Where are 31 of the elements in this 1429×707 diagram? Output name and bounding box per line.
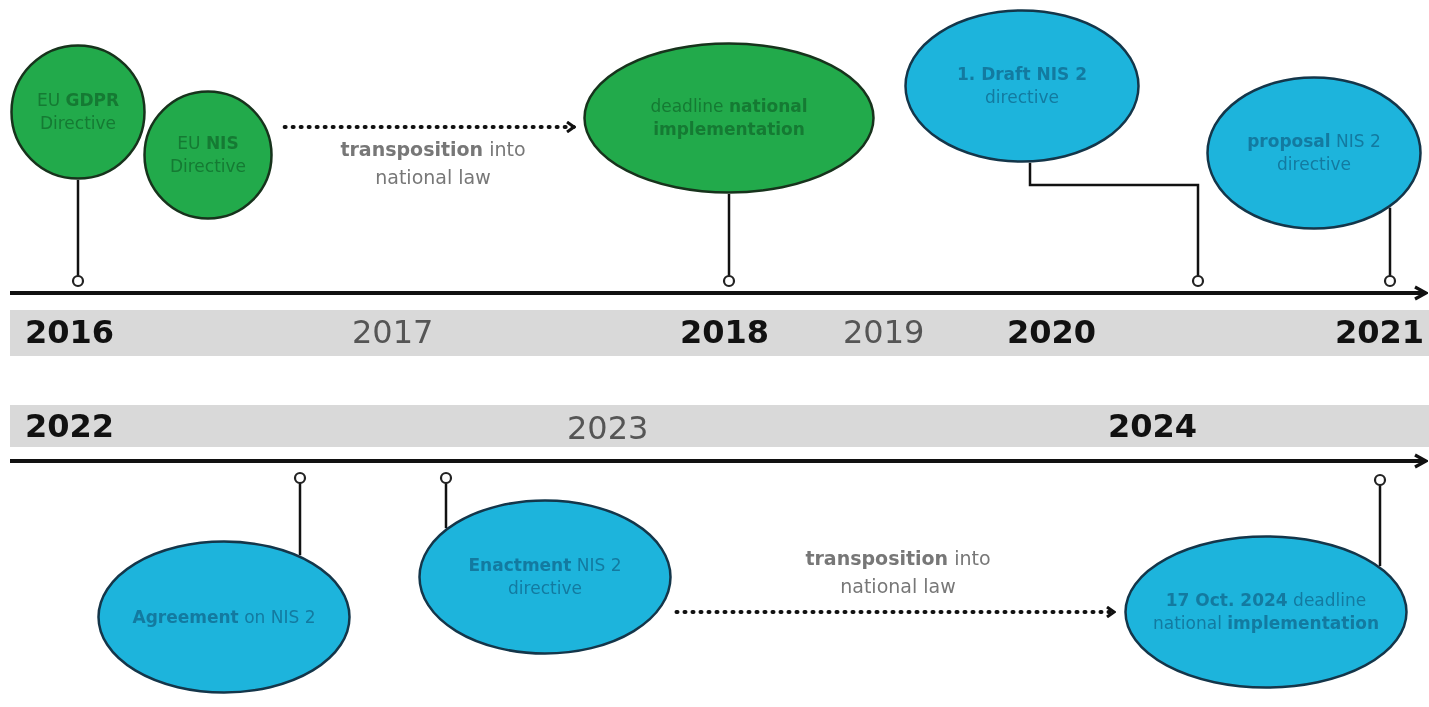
year-label: 2018 bbox=[680, 316, 770, 348]
event-ellipse bbox=[1124, 535, 1408, 689]
event-ellipse bbox=[97, 540, 351, 694]
year-label: 2016 bbox=[25, 316, 115, 348]
event-circle bbox=[143, 90, 273, 220]
leader-line bbox=[1028, 162, 1205, 288]
year-label: 2017 bbox=[352, 316, 434, 348]
year-label: 2022 bbox=[25, 410, 115, 442]
dotted-arrow bbox=[674, 605, 1116, 619]
year-label: 2024 bbox=[1108, 410, 1198, 442]
event-text: proposal NIS 2 directive bbox=[1246, 130, 1382, 176]
leader-line bbox=[71, 180, 85, 288]
event-circle bbox=[10, 44, 146, 180]
leader-line bbox=[1383, 207, 1397, 288]
leader-line bbox=[722, 194, 736, 288]
leader-line bbox=[439, 471, 453, 529]
event-text: Agreement on NIS 2 bbox=[131, 605, 317, 629]
year-label: 2021 bbox=[1335, 316, 1425, 348]
year-label: 2019 bbox=[843, 316, 925, 348]
leader-line bbox=[293, 471, 307, 556]
event-text: 1. Draft NIS 2 directive bbox=[955, 63, 1089, 109]
event-ellipse bbox=[418, 499, 672, 655]
dotted-arrow bbox=[282, 120, 577, 134]
event-text: Enactment NIS 2 directive bbox=[467, 554, 623, 600]
year-label: 2023 bbox=[567, 412, 649, 444]
event-ellipse bbox=[1206, 76, 1422, 230]
event-text: 17 Oct. 2024 deadline national implementation bbox=[1151, 589, 1381, 635]
event-ellipse bbox=[904, 9, 1140, 163]
year-label: 2020 bbox=[1007, 316, 1097, 348]
event-ellipse bbox=[583, 42, 875, 194]
leader-line bbox=[1373, 473, 1387, 567]
